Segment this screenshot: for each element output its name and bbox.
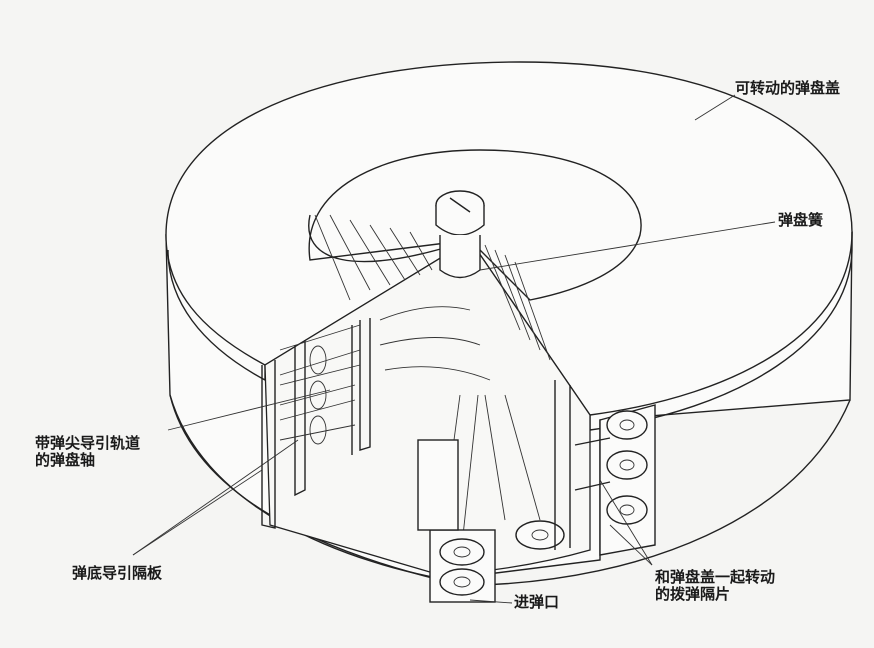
label-base-guide-partition: 弹底导引隔板 [72, 564, 163, 582]
leader-lines [132, 94, 776, 604]
cartridges-left [279, 306, 491, 445]
rotating-partitions-right [554, 380, 656, 556]
magazine-spring [314, 214, 551, 361]
label-axle-line2: 的弹盘轴 [35, 451, 96, 469]
label-axle-line1: 带弹尖导引轨道 [35, 434, 141, 452]
label-magazine-spring: 弹盘簧 [778, 211, 824, 229]
label-rotating-partition-line1: 和弹盘盖一起转动 [655, 568, 776, 586]
axle-knob [435, 190, 485, 279]
feed-port [417, 439, 496, 603]
label-rotating-cover: 可转动的弹盘盖 [735, 79, 841, 97]
base-guide-partitions [261, 318, 371, 529]
label-rotating-partition-line2: 的拨弹隔片 [655, 585, 731, 603]
label-feed-port: 进弹口 [514, 593, 560, 611]
